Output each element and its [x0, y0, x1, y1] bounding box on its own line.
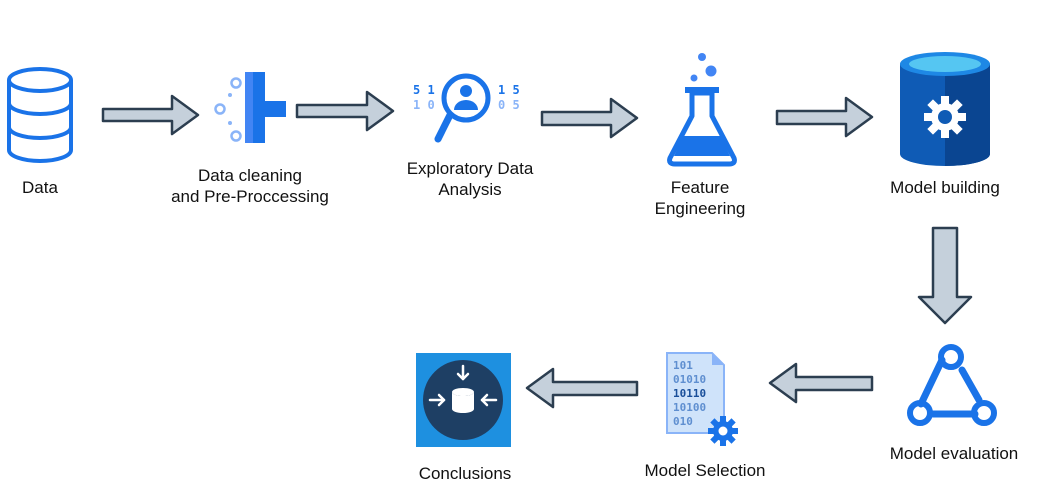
database-gear-icon [900, 52, 990, 166]
label-line: Feature [670, 178, 730, 197]
flow-arrow-down [917, 226, 973, 325]
flask-icon [667, 53, 737, 167]
label-line: and Pre-Proccessing [171, 187, 329, 206]
stage-label-selection: Model Selection [625, 460, 785, 481]
flow-arrow [775, 96, 874, 138]
stage-label-cleaning: Data cleaning and Pre-Proccessing [150, 165, 350, 207]
icon-digits: 1 5 [498, 83, 520, 97]
icon-digits: 1 0 [413, 98, 435, 112]
flow-arrow [540, 97, 639, 139]
label-line: Data cleaning [198, 166, 302, 185]
label-line: Engineering [654, 199, 746, 218]
icon-digits: 101 [673, 359, 693, 372]
stage-label-evaluation: Model evaluation [872, 443, 1036, 464]
stage-label-building: Model building [870, 177, 1020, 198]
flow-arrow [101, 94, 200, 136]
binary-document-gear-icon: 101 01010 10110 10100 010 [666, 352, 738, 446]
icon-digits: 010 [673, 415, 693, 428]
flow-arrow-left [525, 367, 639, 409]
database-icon [7, 67, 73, 163]
stage-label-conclusions: Conclusions [395, 463, 535, 484]
flow-arrow-left [768, 362, 874, 404]
label-text: Conclusions [418, 464, 512, 483]
label-text: Model building [890, 178, 1000, 197]
label-line: Exploratory Data [406, 159, 534, 178]
data-search-icon: 5 1 1 0 1 5 0 5 [413, 73, 520, 143]
label-line: Analysis [438, 180, 502, 199]
pipeline-icon [907, 344, 997, 426]
icon-digits: 5 1 [413, 83, 435, 97]
stage-label-eda: Exploratory Data Analysis [380, 158, 560, 200]
label-text: Model evaluation [889, 444, 1019, 463]
stage-label-data: Data [10, 177, 70, 198]
stage-label-feature: Feature Engineering [620, 177, 780, 219]
database-converge-icon [416, 353, 511, 447]
filter-icon [214, 72, 286, 143]
label-text: Model Selection [644, 461, 766, 480]
icon-digits: 10100 [673, 401, 706, 414]
flow-arrow [295, 90, 395, 132]
label-text: Data [22, 178, 58, 197]
icon-digits: 10110 [673, 387, 706, 400]
icon-digits: 01010 [673, 373, 706, 386]
icon-digits: 0 5 [498, 98, 520, 112]
